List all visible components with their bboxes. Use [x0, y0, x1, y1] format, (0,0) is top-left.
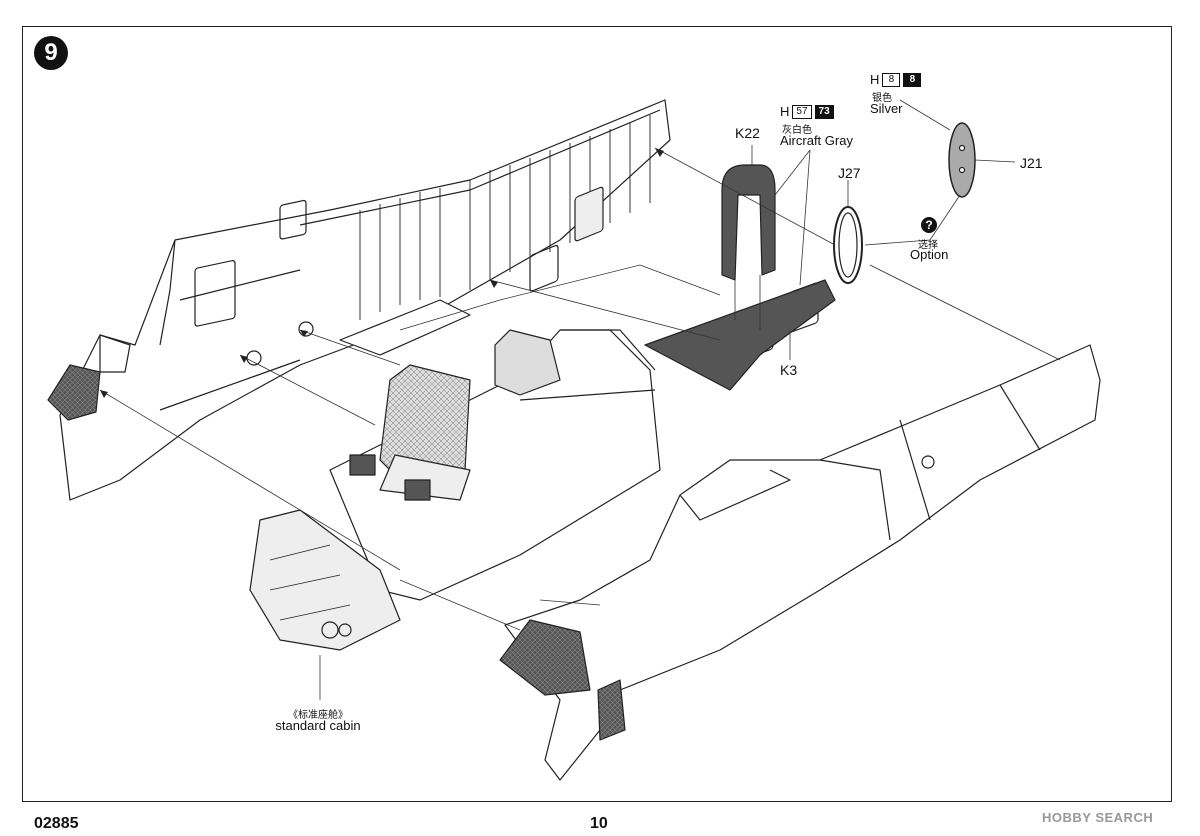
paint-alt-code: 8: [903, 72, 922, 87]
right-fuselage-half: [504, 344, 1101, 781]
paint-name-cn: 银色: [872, 93, 892, 104]
left-fuselage-half: [59, 99, 671, 501]
option-label-en: Option: [910, 247, 949, 262]
paint-letter: H: [870, 72, 880, 87]
paint-letter: H: [780, 104, 790, 119]
part-k3: [644, 279, 836, 391]
part-k22: [721, 164, 776, 281]
part-label-k3: K3: [780, 362, 798, 378]
paint-code: 57: [792, 104, 812, 119]
step-number-badge: 9: [34, 36, 68, 70]
product-code: 02885: [34, 815, 79, 832]
page-number: 10: [590, 815, 608, 832]
paint-name-en: Silver: [870, 101, 903, 116]
part-j21: [948, 122, 976, 198]
part-j27: [833, 206, 863, 284]
part-label-j27: J27: [838, 165, 861, 181]
paint-alt-code: 73: [814, 104, 834, 119]
option-question-icon: ?: [921, 217, 937, 233]
paint-name-cn: 灰白色: [782, 125, 812, 136]
watermark-logo: HOBBY SEARCH: [1042, 810, 1154, 825]
part-label-j21: J21: [1020, 155, 1043, 171]
cabin-label-cn: 《标准座舱》: [288, 710, 348, 721]
part-label-k22: K22: [735, 125, 760, 141]
page-frame: [22, 26, 1172, 802]
paint-callout-silver: H 8 8: [870, 72, 922, 87]
paint-code: 8: [882, 72, 901, 87]
paint-callout-aircraft-gray: H 57 73: [780, 104, 834, 119]
paint-name-en: Aircraft Gray: [780, 133, 853, 148]
cabin-label-en: standard cabin: [275, 718, 361, 733]
option-label-cn: 选择: [918, 240, 938, 251]
